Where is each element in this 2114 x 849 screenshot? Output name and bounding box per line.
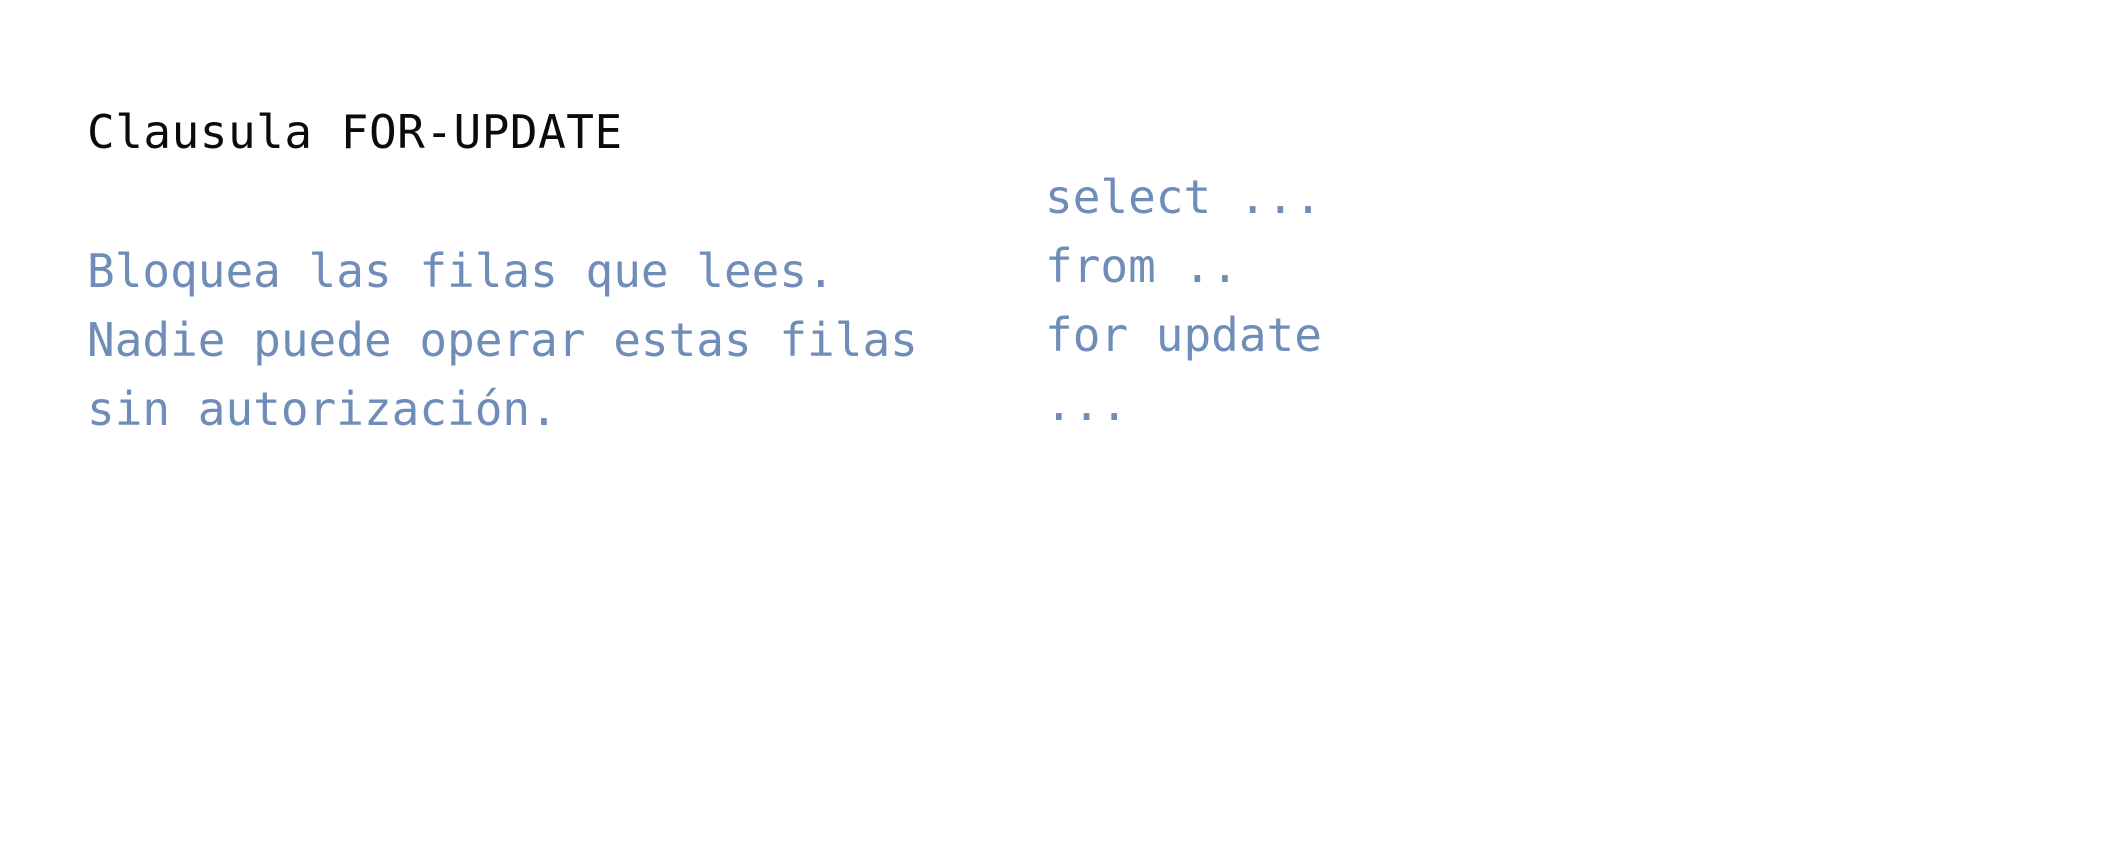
code-line: ...: [1045, 377, 1129, 431]
code-line: select ...: [1045, 170, 1322, 224]
code-line: for update: [1045, 308, 1322, 362]
description-line: Bloquea las filas que lees.: [87, 244, 835, 298]
description-line: Nadie puede operar estas filas: [87, 313, 918, 367]
code-line: from ..: [1045, 239, 1239, 293]
slide-title: Clausula FOR-UPDATE: [87, 105, 623, 159]
description-line: sin autorización.: [87, 382, 558, 436]
code-snippet: select ... from .. for update ...: [1045, 163, 1322, 439]
description-block: Bloquea las filas que lees. Nadie puede …: [87, 237, 918, 444]
